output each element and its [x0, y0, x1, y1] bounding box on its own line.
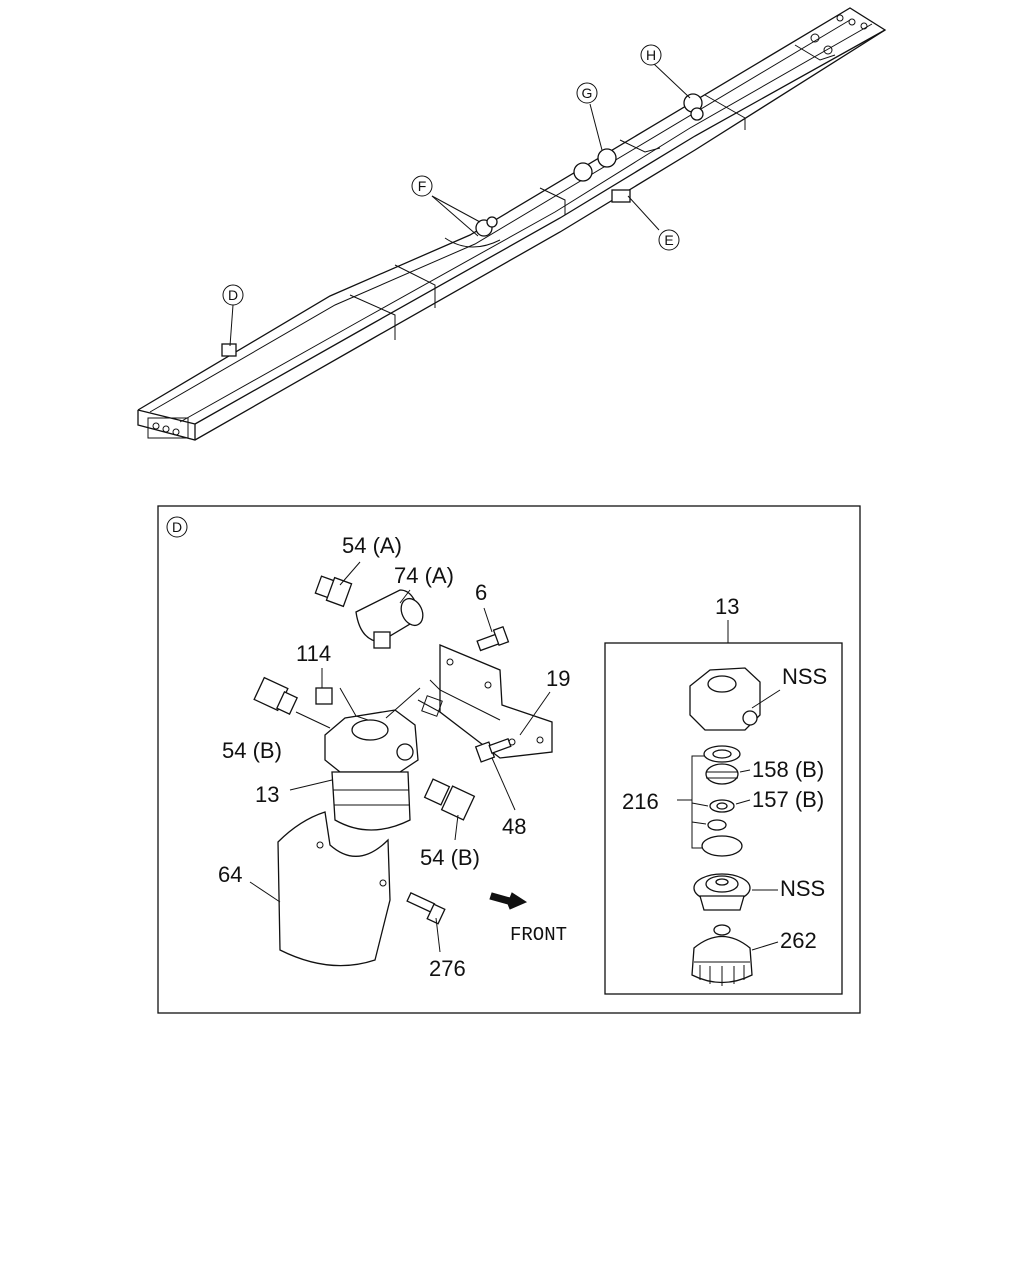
label-54b-upper: 54 (B) — [222, 738, 282, 763]
callout-h-letter: H — [646, 47, 656, 63]
inset-frame — [604, 642, 843, 995]
inset-13: 13 NSS 158 (B) — [604, 594, 843, 995]
inset-label-nss-top: NSS — [782, 664, 827, 689]
nut-114 — [315, 687, 333, 705]
inset-label-nss-bottom: NSS — [780, 876, 825, 901]
detail-view-d: D — [157, 505, 861, 1014]
inset-label-216: 216 — [622, 789, 659, 814]
label-276: 276 — [429, 956, 466, 981]
inset-filter-head — [689, 667, 761, 731]
shield-64 — [277, 811, 391, 967]
bolt-48 — [474, 737, 512, 763]
label-74a: 74 (A) — [394, 563, 454, 588]
inset-element — [693, 873, 751, 911]
callout-f: F — [411, 175, 433, 197]
inset-label-158b: 158 (B) — [752, 757, 824, 782]
callout-f-letter: F — [418, 178, 427, 194]
label-114: 114 — [296, 641, 331, 666]
inset-seals — [701, 745, 743, 857]
chassis-frame — [137, 7, 887, 441]
callout-d: D — [222, 284, 244, 306]
bracket-19 — [417, 644, 553, 759]
bolt-276 — [406, 892, 446, 925]
callout-h: H — [640, 44, 662, 66]
label-48: 48 — [502, 814, 526, 839]
label-64: 64 — [218, 862, 242, 887]
inset-label-262: 262 — [780, 928, 817, 953]
callout-e-letter: E — [664, 232, 673, 248]
callout-d-letter: D — [228, 287, 238, 303]
detail-frame — [157, 505, 861, 1014]
callout-g-letter: G — [582, 85, 593, 101]
front-arrow-icon — [489, 892, 528, 910]
front-label: FRONT — [510, 924, 567, 946]
label-54b-lower: 54 (B) — [420, 845, 480, 870]
frame-component-f — [475, 216, 498, 237]
frame-component-d — [221, 343, 237, 357]
frame-component-e — [611, 189, 631, 203]
bolt-6 — [476, 625, 510, 652]
cross-members — [349, 44, 836, 340]
callout-e: E — [658, 229, 680, 251]
label-54a: 54 (A) — [342, 533, 402, 558]
label-6: 6 — [475, 580, 487, 605]
inset-title: 13 — [715, 594, 739, 619]
frame-component-h — [683, 93, 704, 121]
fitting-54b-lower — [423, 778, 476, 821]
fitting-54b-upper — [253, 676, 299, 715]
fitting-54a — [314, 575, 353, 608]
inset-label-157b: 157 (B) — [752, 787, 824, 812]
detail-view-letter: D — [166, 516, 188, 538]
label-13: 13 — [255, 782, 279, 807]
frame-front-end — [147, 417, 189, 439]
inset-bracket-216 — [677, 755, 709, 849]
frame-rear-end — [810, 14, 868, 55]
frame-component-g — [573, 148, 617, 182]
inset-bowl-262 — [691, 924, 753, 986]
svg-text:D: D — [172, 519, 182, 535]
filter-assembly-13 — [324, 709, 419, 831]
callout-g: G — [576, 82, 598, 104]
tee-74a — [355, 589, 424, 649]
label-19: 19 — [546, 666, 570, 691]
